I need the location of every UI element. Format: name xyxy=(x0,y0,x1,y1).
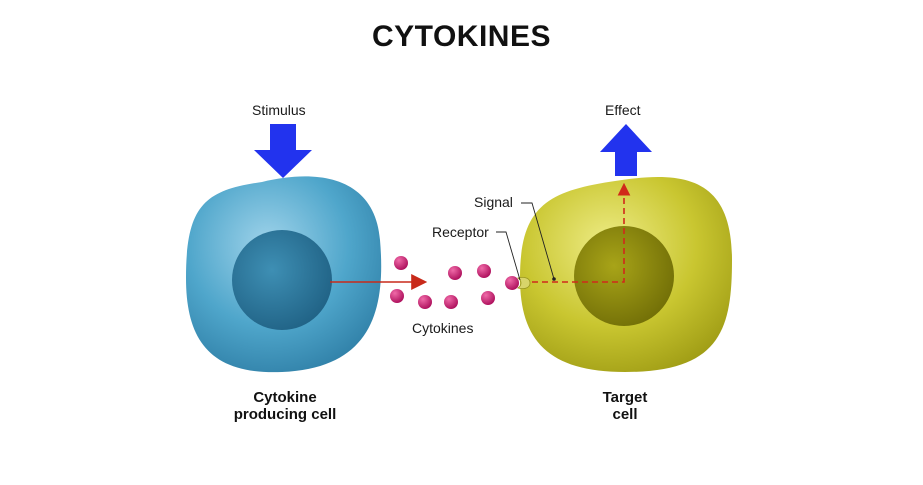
stimulus-label: Stimulus xyxy=(252,102,306,118)
cytokine-molecule xyxy=(394,256,408,270)
signal-pathway xyxy=(532,182,631,283)
cytokine-molecule xyxy=(390,289,404,303)
effect-arrow-icon xyxy=(600,124,652,176)
producing-cell-caption-line2: producing cell xyxy=(233,406,337,423)
target-cell-caption-line2: cell xyxy=(612,406,638,423)
diagram-title: CYTOKINES xyxy=(372,20,551,53)
receptor xyxy=(517,276,531,290)
cytokine-molecule xyxy=(448,266,462,280)
producing-cell-caption: Cytokine producing cell xyxy=(200,389,370,423)
bound-cytokine-molecule xyxy=(505,276,519,290)
target-cell-nucleus xyxy=(574,226,674,326)
cytokine-molecules xyxy=(390,256,519,309)
signal-label: Signal xyxy=(474,194,513,210)
cytokine-molecule xyxy=(481,291,495,305)
receptor-label: Receptor xyxy=(432,224,489,240)
producing-cell-caption-line1: Cytokine xyxy=(253,389,317,406)
target-cell-caption-line1: Target xyxy=(602,389,648,406)
cytokine-molecule xyxy=(444,295,458,309)
cytokine-molecule xyxy=(477,264,491,278)
stimulus-arrow-icon xyxy=(254,124,312,178)
cytokine-molecule xyxy=(418,295,432,309)
producing-cell-nucleus xyxy=(232,230,332,330)
signal-leader-line xyxy=(521,202,555,280)
effect-label: Effect xyxy=(605,102,641,118)
cytokines-label: Cytokines xyxy=(412,320,474,336)
signal-leader-dot xyxy=(552,277,556,281)
target-cell-caption: Target cell xyxy=(560,389,690,423)
receptor-leader-line xyxy=(496,231,521,281)
